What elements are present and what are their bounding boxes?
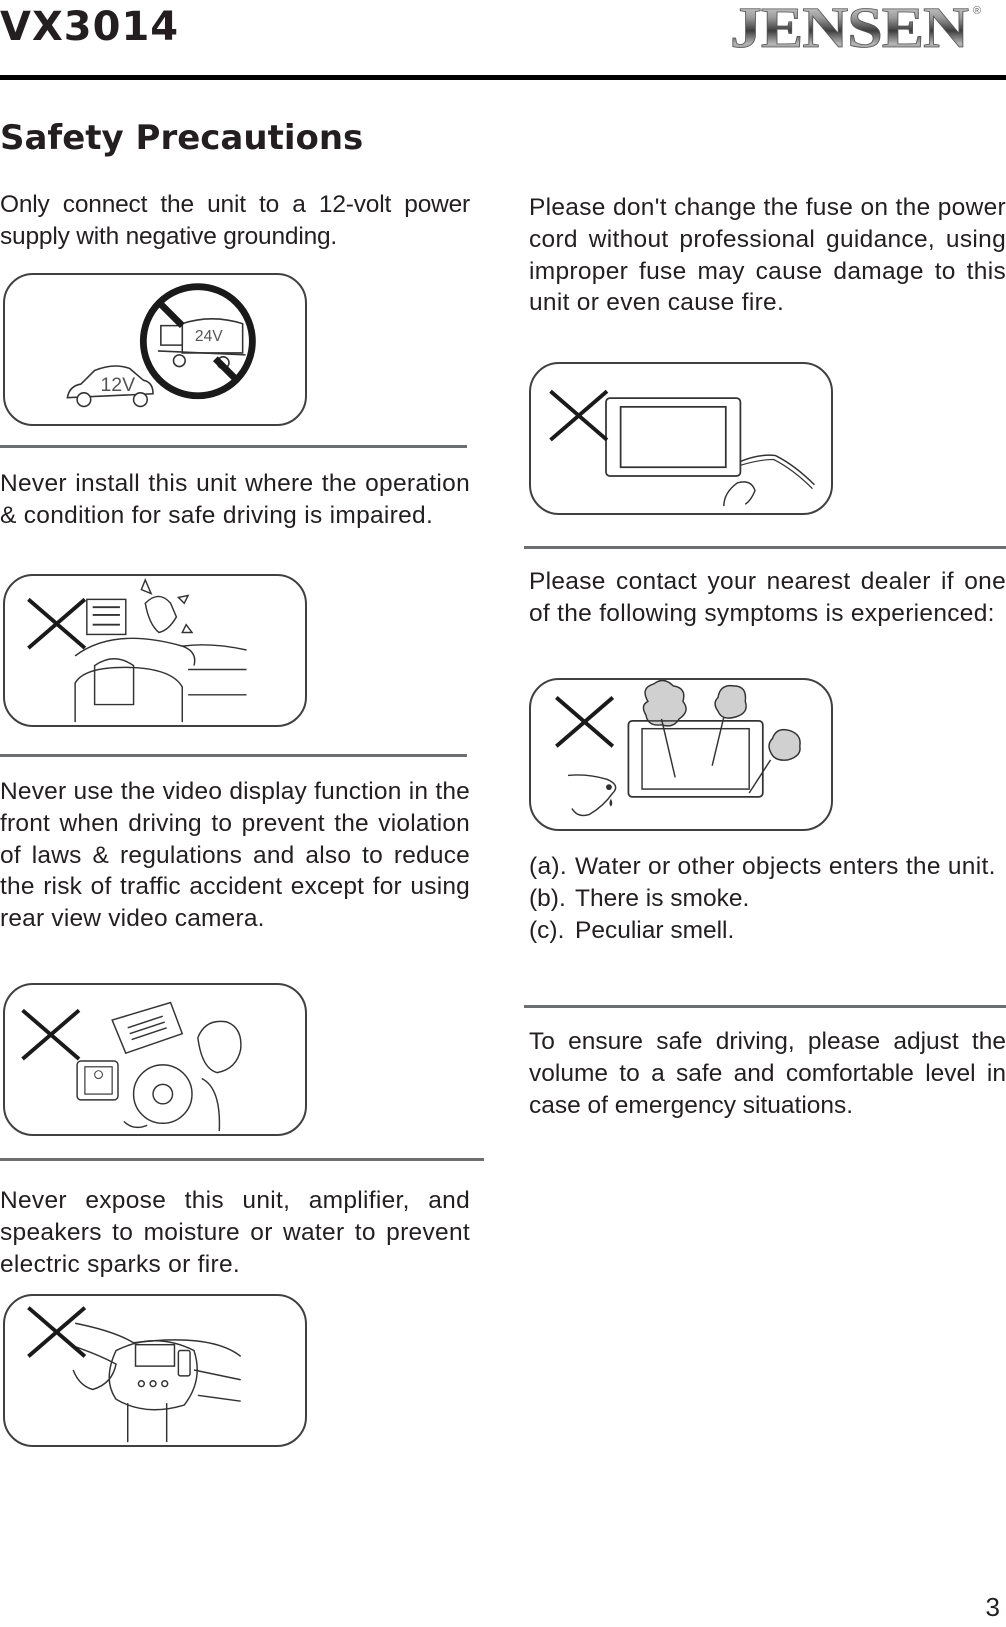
svg-text:12V: 12V <box>100 374 135 396</box>
symptom-marker: (b). <box>529 884 566 912</box>
section-divider <box>0 754 467 757</box>
precaution-text-fuse: Please don't change the fuse on the powe… <box>529 194 1006 317</box>
symptom-item: (c). Peculiar smell. <box>529 915 1006 947</box>
driver-watching-video-prohibited-icon <box>21 1001 242 1132</box>
illustration-video-driving <box>3 983 307 1136</box>
illustration-voltage: 12V 24V <box>3 273 307 426</box>
jensen-logo: JENSEN ® <box>728 0 988 60</box>
section-divider <box>524 546 1006 549</box>
smoke-water-unit-prohibited-icon <box>555 680 801 817</box>
precaution-text-volume: To ensure safe driving, please adjust th… <box>529 1028 1006 1119</box>
symptom-marker: (a). <box>529 853 567 880</box>
symptom-item: (a). Water or other objects enters the u… <box>529 851 1006 883</box>
symptom-text: Water or other objects enters the unit. <box>575 853 996 880</box>
brand-logo-text: JENSEN <box>730 0 969 54</box>
fuse-change-prohibited-icon <box>549 389 815 507</box>
model-number: VX3014 <box>0 4 180 50</box>
symptom-list: (a). Water or other objects enters the u… <box>529 851 1006 946</box>
precaution-text-video: Never use the video display function in … <box>0 778 470 933</box>
svg-text:24V: 24V <box>195 328 223 345</box>
driver-impaired-prohibited-icon <box>27 577 247 723</box>
svg-text:®: ® <box>973 5 981 17</box>
section-divider <box>0 445 467 448</box>
water-on-dashboard-prohibited-icon <box>27 1306 242 1443</box>
illustration-moisture <box>3 1294 307 1447</box>
symptom-text: Peculiar smell. <box>575 916 735 944</box>
precaution-text-moisture: Never expose this unit, amplifier, and s… <box>0 1187 470 1278</box>
symptom-text: There is smoke. <box>575 884 750 912</box>
illustration-symptoms <box>529 678 833 831</box>
header-rule <box>0 75 1006 80</box>
illustration-fuse <box>529 362 833 515</box>
illustration-impaired-driving <box>3 574 307 727</box>
section-divider <box>0 1158 484 1161</box>
precaution-text-power: Only connect the unit to a 12-volt power… <box>0 191 470 250</box>
page-title: Safety Precautions <box>0 118 364 158</box>
symptom-marker: (c). <box>529 916 565 944</box>
precaution-text-install: Never install this unit where the operat… <box>0 470 470 529</box>
vehicle-voltage-prohibited-icon: 12V 24V <box>66 283 256 408</box>
section-divider <box>524 1005 1006 1008</box>
symptom-item: (b). There is smoke. <box>529 883 1006 915</box>
precaution-text-dealer: Please contact your nearest dealer if on… <box>529 568 1006 627</box>
page-number: 3 <box>985 1592 1000 1622</box>
